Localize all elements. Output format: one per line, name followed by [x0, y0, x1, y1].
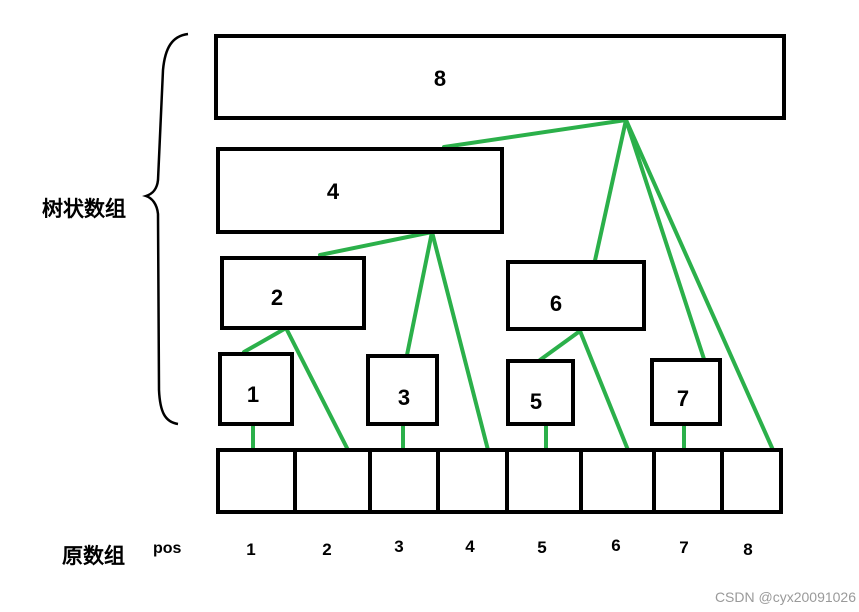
- position-2: 2: [322, 540, 331, 559]
- link-6-to-5: [538, 329, 582, 362]
- tree-node-3: 3: [366, 354, 439, 426]
- link-4-to-pos4: [430, 230, 490, 452]
- tree-node-4: 4: [216, 147, 504, 234]
- link-8-to-6: [592, 118, 628, 267]
- tree-node-8-label: 8: [434, 66, 446, 91]
- tree-node-1-label: 1: [247, 382, 259, 407]
- position-6: 6: [611, 536, 620, 555]
- tree-node-5: 5: [506, 359, 575, 426]
- link-8-to-7: [624, 118, 706, 361]
- position-5: 5: [537, 538, 546, 557]
- original-array-row: [216, 448, 783, 514]
- tree-node-8: 8: [214, 34, 786, 120]
- original-array-label: 原数组: [62, 544, 125, 568]
- tree-node-4-label: 4: [327, 179, 340, 204]
- tree-node-3-label: 3: [398, 385, 410, 410]
- position-numbers: 1 2 3 4 5 6 7 8: [246, 536, 752, 559]
- position-7: 7: [679, 538, 688, 557]
- link-2-to-pos2: [284, 326, 350, 452]
- tree-node-1: 1: [218, 352, 294, 426]
- position-3: 3: [394, 537, 403, 556]
- pos-label: pos: [153, 540, 182, 557]
- tree-node-7: 7: [650, 358, 722, 426]
- link-4-to-2: [318, 230, 434, 257]
- position-1: 1: [246, 540, 255, 559]
- watermark: CSDN @cyx20091026: [715, 589, 856, 605]
- link-6-to-pos6: [578, 329, 630, 452]
- tree-node-6-label: 6: [550, 291, 562, 316]
- tree-node-2: 2: [220, 256, 366, 330]
- tree-array-brace: [142, 32, 189, 426]
- link-8-to-4: [442, 118, 628, 149]
- position-4: 4: [465, 537, 475, 556]
- position-8: 8: [743, 540, 752, 559]
- link-2-to-1: [242, 326, 288, 354]
- tree-node-2-label: 2: [271, 285, 283, 310]
- link-4-to-3: [405, 230, 434, 357]
- tree-node-5-label: 5: [530, 389, 542, 414]
- tree-node-7-label: 7: [677, 386, 689, 411]
- tree-array-label: 树状数组: [42, 197, 126, 221]
- link-8-to-pos8: [624, 118, 775, 452]
- tree-links: [242, 118, 775, 454]
- tree-node-6: 6: [506, 260, 646, 331]
